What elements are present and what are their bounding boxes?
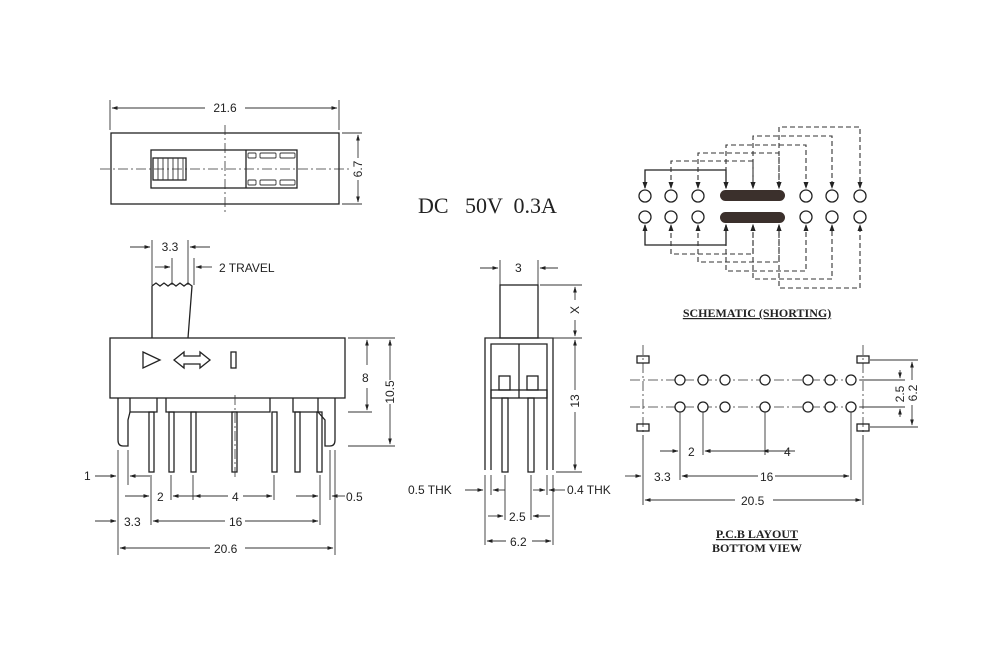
arrow-symbol	[142, 350, 162, 370]
pcb-subtitle: BOTTOM VIEW	[712, 541, 802, 555]
schematic-pin	[691, 189, 705, 203]
schematic-link	[644, 225, 727, 246]
pcb-hole	[824, 374, 836, 386]
schematic: SCHEMATIC (SHORTING)	[638, 126, 867, 320]
top-view: 21.6 6.7	[100, 100, 365, 212]
mount-slot	[856, 355, 870, 364]
pcb-layout: 2.5 6.2 2 4 3.3 16 20.5 P.C.B LAYOUT BOT…	[625, 345, 920, 555]
front-body	[109, 337, 346, 399]
pin-offset-dim: 1	[84, 469, 91, 483]
actuator	[151, 282, 193, 339]
schematic-pin	[638, 210, 652, 224]
rating-label: DC 50V 0.3A	[418, 193, 557, 218]
height-10-5-dim: 10.5	[383, 380, 397, 404]
front-pins	[148, 411, 323, 473]
schematic-link	[670, 225, 754, 255]
pcb-total-20-5-dim: 20.5	[741, 494, 765, 508]
side-frame	[484, 337, 554, 470]
top-height-dim: 6.7	[351, 160, 365, 177]
side-view: 3 X 13 0.5 THK 0.4 THK 2.5	[408, 260, 611, 549]
schematic-link	[697, 225, 780, 263]
schematic-link	[697, 152, 780, 188]
total-20-6-dim: 20.6	[214, 542, 238, 556]
schematic-pin	[799, 210, 813, 224]
schematic-link	[752, 225, 833, 280]
schematic-pin	[825, 189, 839, 203]
schematic-pin	[825, 210, 839, 224]
schematic-title: SCHEMATIC (SHORTING)	[683, 306, 831, 320]
mount-slot	[636, 355, 650, 364]
thk-0-4-dim: 0.4 THK	[567, 483, 611, 497]
pitch-2-dim: 2	[157, 490, 164, 504]
pcb-offset-3-3-dim: 3.3	[654, 470, 671, 484]
side-pitch-2-5-dim: 2.5	[509, 510, 526, 524]
pcb-pitch-2-dim: 2	[688, 445, 695, 459]
schematic-pin	[664, 189, 678, 203]
side-pin	[501, 397, 509, 473]
pcb-hole	[697, 374, 709, 386]
schematic-link	[644, 169, 727, 188]
pcb-hole	[759, 401, 771, 413]
pcb-hole	[802, 401, 814, 413]
schematic-pin	[853, 189, 867, 203]
pcb-hole	[719, 374, 731, 386]
top-width-dim: 21.6	[213, 101, 237, 115]
schematic-link	[725, 225, 807, 272]
pcb-hole	[674, 374, 686, 386]
schematic-link	[752, 135, 833, 188]
pcb-hole	[719, 401, 731, 413]
schematic-pin	[664, 210, 678, 224]
schematic-pin	[638, 189, 652, 203]
side-actuator	[499, 284, 539, 339]
side-top-dim: 3	[515, 261, 522, 275]
height-8-dim: 8	[362, 371, 369, 385]
side-pin	[527, 397, 535, 473]
side-x-dim: X	[568, 306, 582, 314]
schematic-link	[778, 126, 861, 188]
pcb-hole	[824, 401, 836, 413]
shorting-bar-top	[720, 190, 785, 201]
pcb-hole	[759, 374, 771, 386]
travel-dim: 2 TRAVEL	[219, 261, 275, 275]
side-width-6-2-dim: 6.2	[510, 535, 527, 549]
mount-slot	[636, 423, 650, 432]
pitch-4-dim: 4	[232, 490, 239, 504]
pcb-pitch-4-dim: 4	[784, 445, 791, 459]
thk-0-5-dim: 0.5 THK	[408, 483, 452, 497]
actuator-width-dim: 3.3	[162, 240, 179, 254]
schematic-pin	[853, 210, 867, 224]
side-height-13-dim: 13	[568, 394, 582, 408]
pcb-span-16-dim: 16	[760, 470, 774, 484]
span-16-dim: 16	[229, 515, 243, 529]
schematic-pin	[691, 210, 705, 224]
offset-3-3-dim: 3.3	[124, 515, 141, 529]
pcb-hole	[802, 374, 814, 386]
schematic-pin	[799, 189, 813, 203]
schematic-link	[670, 160, 754, 188]
tab-dim: 0.5	[346, 490, 363, 504]
pcb-hole	[674, 401, 686, 413]
pcb-hole	[697, 401, 709, 413]
schematic-link	[725, 144, 807, 188]
pcb-title: P.C.B LAYOUT	[716, 527, 798, 541]
pcb-hole	[845, 374, 857, 386]
front-view: 3.3 2 TRAVEL	[84, 240, 397, 556]
pcb-hole	[845, 401, 857, 413]
pcb-row-2-5-dim: 2.5	[893, 385, 907, 402]
pcb-width-6-2-dim: 6.2	[906, 384, 920, 401]
mount-slot	[856, 423, 870, 432]
shorting-bar-bottom	[720, 212, 785, 223]
